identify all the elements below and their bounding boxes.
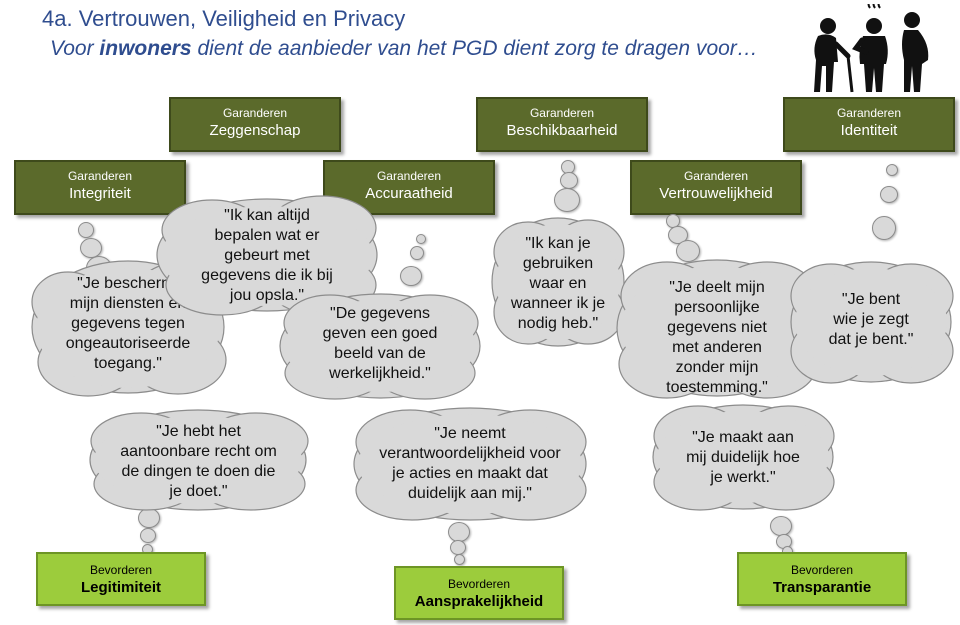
thought-bubble bbox=[676, 240, 700, 262]
cloud-text: "Je bent wie je zegt dat je bent." bbox=[828, 291, 914, 348]
cloud-text: "Je neemt verantwoordelijkheid voor je a… bbox=[379, 425, 561, 502]
cloud-text: "De gegevens geven een goed beeld van de… bbox=[322, 305, 438, 382]
cloud-legitimiteit: "Je hebt het aantoonbare recht om de din… bbox=[86, 406, 311, 514]
thought-bubble bbox=[454, 554, 465, 565]
thought-bubble bbox=[448, 522, 470, 542]
thought-bubble bbox=[78, 222, 94, 238]
cloud-text: "Je deelt mijn persoonlijke gegevens nie… bbox=[666, 279, 768, 396]
thought-bubble bbox=[770, 516, 792, 536]
thought-bubble bbox=[400, 266, 422, 286]
thought-bubble bbox=[450, 540, 466, 555]
page-subtitle: Voor inwoners dient de aanbieder van het… bbox=[50, 37, 758, 60]
thought-bubble bbox=[416, 234, 426, 244]
page-title: 4a. Vertrouwen, Veiligheid en Privacy bbox=[42, 6, 406, 31]
cloud-identiteit: "Je bent wie je zegt dat je bent." bbox=[786, 256, 956, 388]
thought-bubble bbox=[872, 216, 896, 240]
cloud-vertrouwelijkheid: "Je deelt mijn persoonlijke gegevens nie… bbox=[612, 256, 822, 401]
thought-bubble bbox=[140, 528, 156, 543]
cloud-text: "Je maakt aan mij duidelijk hoe je werkt… bbox=[686, 429, 800, 486]
thought-bubble bbox=[554, 188, 580, 212]
cloud-text: "Je hebt het aantoonbare recht om de din… bbox=[120, 423, 277, 500]
cloud-text: "Ik kan je gebruiken waar en wanneer ik … bbox=[510, 235, 606, 332]
thought-bubble bbox=[410, 246, 424, 260]
thought-bubble bbox=[886, 164, 898, 176]
cloud-text: "Ik kan altijd bepalen wat er gebeurt me… bbox=[201, 207, 333, 304]
cloud-aansprakelijkheid: "Je neemt verantwoordelijkheid voor je a… bbox=[350, 404, 590, 524]
cloud-zeggenschap: "Ik kan altijd bepalen wat er gebeurt me… bbox=[152, 190, 382, 320]
thought-bubble bbox=[560, 172, 578, 189]
thought-bubble bbox=[880, 186, 898, 203]
subtitle-emphasis: inwoners bbox=[99, 37, 192, 60]
cloud-accuraatheid: "De gegevens geven een goed beeld van de… bbox=[275, 288, 485, 403]
elderly-people-icon bbox=[814, 4, 929, 93]
cloud-transparantie: "Je maakt aan mij duidelijk hoe je werkt… bbox=[648, 400, 838, 515]
cloud-beschikbaarheid: "Ik kan je gebruiken waar en wanneer ik … bbox=[488, 212, 628, 352]
